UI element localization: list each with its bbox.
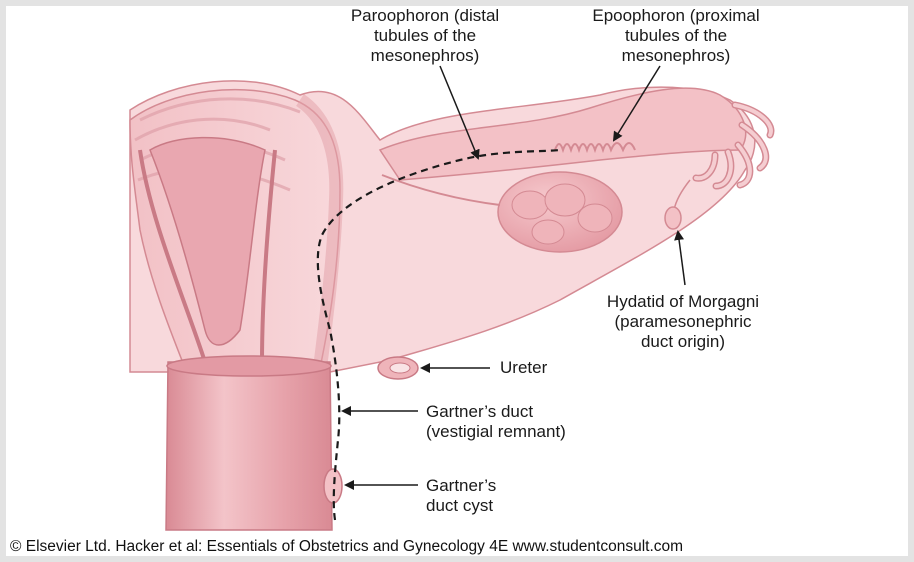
label-gartners-duct: Gartner’s duct (vestigial remnant): [426, 402, 566, 442]
vaginal-opening: [167, 356, 331, 376]
ovary-follicle: [545, 184, 585, 216]
arrow-hydatid: [678, 232, 685, 285]
ovary-follicle: [578, 204, 612, 232]
label-paroophoron: Paroophoron (distal tubules of the meson…: [318, 6, 532, 66]
label-gartners-duct-cyst: Gartner’s duct cyst: [426, 476, 496, 516]
gartners-cyst-shape: [324, 469, 342, 503]
ovary-follicle: [532, 220, 564, 244]
copyright-credit: © Elsevier Ltd. Hacker et al: Essentials…: [10, 538, 683, 556]
ovary-follicle: [512, 191, 548, 219]
ureter-lumen: [390, 363, 410, 373]
label-epoophoron: Epoophoron (proximal tubules of the meso…: [565, 6, 787, 66]
label-hydatid-of-morgagni: Hydatid of Morgagni (paramesonephric duc…: [578, 292, 788, 352]
label-ureter: Ureter: [500, 358, 547, 378]
vagina: [166, 362, 332, 530]
hydatid-cyst: [665, 207, 681, 229]
